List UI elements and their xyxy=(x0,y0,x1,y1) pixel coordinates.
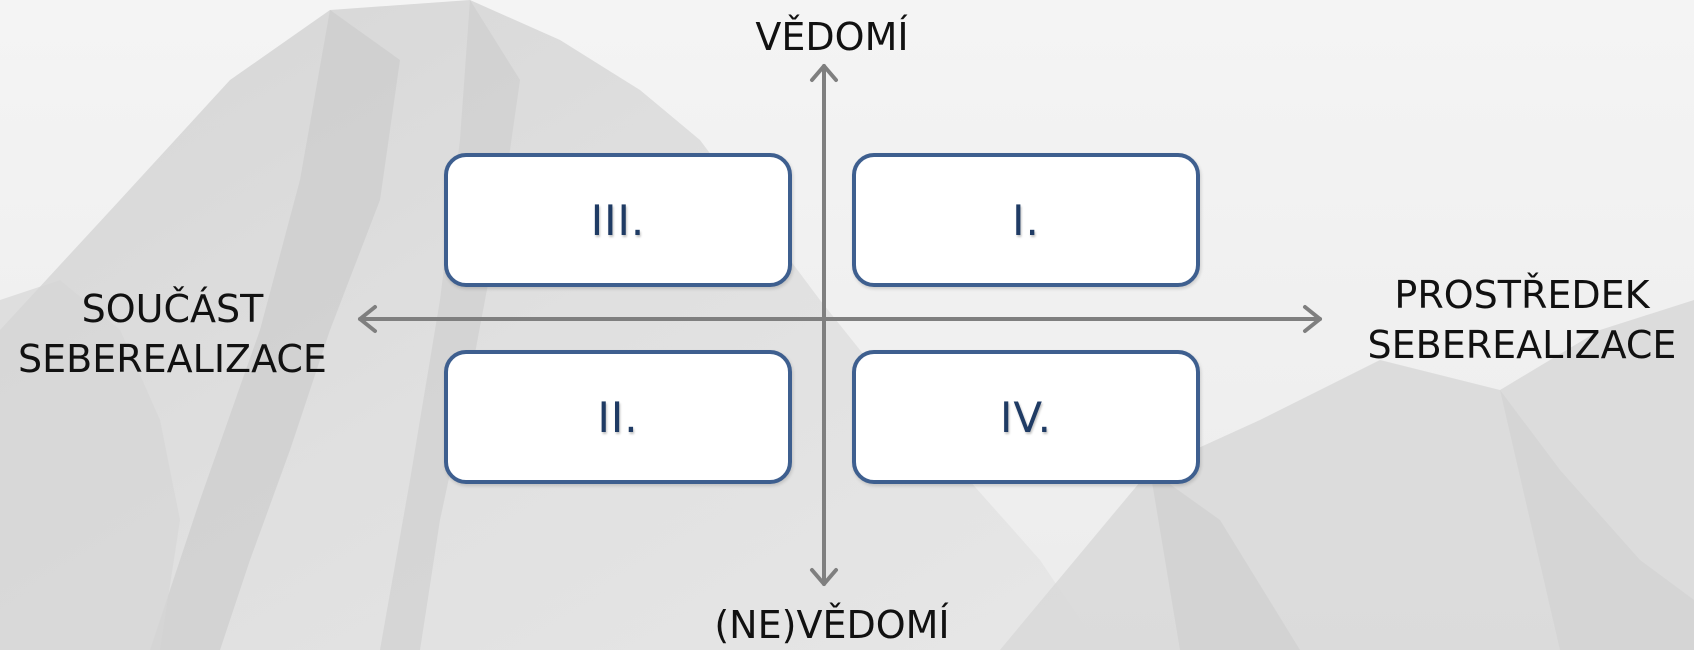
axis-label-left-line1: SOUČÁST xyxy=(81,287,264,331)
quadrant-box-bottom-right: IV. xyxy=(852,350,1200,484)
axis-label-bottom: (NE)VĚDOMÍ xyxy=(714,603,950,647)
quadrant-label-top-right: I. xyxy=(1012,195,1040,245)
axis-label-left: SOUČÁST SEBEREALIZACE xyxy=(0,284,345,384)
vertical-axis-arrow-down xyxy=(810,568,838,586)
vertical-axis-arrow-up xyxy=(810,64,838,82)
quadrant-box-bottom-left: II. xyxy=(444,350,792,484)
axis-label-left-line2: SEBEREALIZACE xyxy=(18,337,327,381)
axis-label-right: PROSTŘEDEK SEBEREALIZACE xyxy=(1352,270,1692,370)
quadrant-label-bottom-right: IV. xyxy=(999,392,1053,442)
axis-label-right-line2: SEBEREALIZACE xyxy=(1367,323,1677,367)
horizontal-axis-arrow-left xyxy=(358,305,377,333)
horizontal-axis-arrow-right xyxy=(1303,305,1322,333)
quadrant-box-top-left: III. xyxy=(444,153,792,287)
quadrant-label-top-left: III. xyxy=(590,195,646,245)
quadrant-label-bottom-left: II. xyxy=(597,392,639,442)
quadrant-box-top-right: I. xyxy=(852,153,1200,287)
axis-label-top: VĚDOMÍ xyxy=(755,15,909,59)
axis-label-right-line1: PROSTŘEDEK xyxy=(1394,273,1650,317)
